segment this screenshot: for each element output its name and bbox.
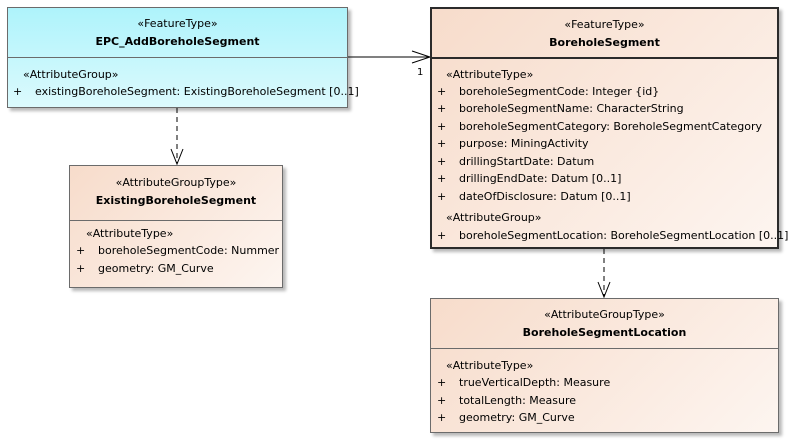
class-name: BoreholeSegmentLocation: [522, 326, 687, 339]
attribute-text: boreholeSegmentCode: Nummer: [98, 244, 280, 257]
attribute-text: purpose: MiningActivity: [459, 137, 589, 150]
section-stereotype-label: «AttributeGroup»: [23, 68, 119, 81]
class-name: ExistingBoreholeSegment: [95, 194, 257, 207]
attribute-text: boreholeSegmentName: CharacterString: [459, 102, 684, 115]
attribute-row: + purpose: MiningActivity: [437, 137, 589, 151]
attribute-text: dateOfDisclosure: Datum [0..1]: [459, 190, 631, 203]
class-stereotype: «AttributeGroupType»: [544, 308, 665, 321]
association-multiplicity-label: 1: [417, 67, 424, 78]
attribute-visibility: +: [437, 172, 447, 185]
attribute-text: existingBoreholeSegment: ExistingBorehol…: [35, 85, 359, 98]
attribute-row: + drillingEndDate: Datum [0..1]: [437, 172, 621, 186]
attribute-visibility: +: [437, 85, 447, 98]
attribute-text: trueVerticalDepth: Measure: [459, 376, 611, 389]
dependency-arrowhead-location: [597, 281, 611, 299]
attribute-row: + geometry: GM_Curve: [437, 411, 575, 425]
attribute-visibility: +: [437, 394, 447, 407]
attribute-visibility: +: [437, 102, 447, 115]
class-epc-add-borehole-segment[interactable]: «FeatureType» EPC_AddBoreholeSegment «At…: [7, 7, 359, 108]
attribute-row: + boreholeSegmentName: CharacterString: [437, 102, 684, 116]
attribute-row: + boreholeSegmentCode: Nummer: [76, 244, 279, 258]
class-stereotype: «FeatureType»: [564, 18, 645, 31]
class-header: «AttributeGroupType» BoreholeSegmentLoca…: [431, 299, 778, 349]
class-existing-borehole-segment[interactable]: «AttributeGroupType» ExistingBoreholeSeg…: [69, 165, 283, 288]
section-stereotype-label: «AttributeType»: [446, 68, 534, 81]
section-stereotype-label: «AttributeType»: [446, 359, 534, 372]
attribute-row: + drillingStartDate: Datum: [437, 155, 594, 169]
attribute-visibility: +: [437, 411, 447, 424]
attribute-visibility: +: [437, 120, 447, 133]
class-stereotype: «AttributeGroupType»: [115, 176, 237, 189]
class-borehole-segment[interactable]: «FeatureType» BoreholeSegment «Attribute…: [430, 7, 788, 249]
attribute-visibility: +: [437, 137, 447, 150]
attribute-visibility: +: [437, 376, 447, 389]
attribute-visibility: +: [437, 190, 447, 203]
section-stereotype-label: «AttributeType»: [86, 227, 174, 240]
attribute-row: + dateOfDisclosure: Datum [0..1]: [437, 190, 631, 204]
attribute-text: drillingEndDate: Datum [0..1]: [459, 172, 622, 185]
attribute-row: + existingBoreholeSegment: ExistingBoreho…: [13, 85, 359, 99]
class-header: «AttributeGroupType» ExistingBoreholeSeg…: [70, 166, 282, 221]
attribute-text: drillingStartDate: Datum: [459, 155, 595, 168]
class-header: «FeatureType» EPC_AddBoreholeSegment: [8, 8, 347, 58]
attribute-visibility: +: [437, 155, 447, 168]
attribute-text: geometry: GM_Curve: [98, 262, 214, 275]
attribute-visibility: +: [437, 229, 447, 242]
class-borehole-segment-location[interactable]: «AttributeGroupType» BoreholeSegmentLoca…: [430, 298, 779, 433]
attribute-visibility: +: [13, 85, 23, 98]
dependency-arrowhead-existing: [170, 148, 184, 166]
section-stereotype-label: «AttributeGroup»: [446, 211, 542, 224]
attribute-row: + boreholeSegmentLocation: BoreholeSegmen…: [437, 229, 788, 243]
attribute-row: + geometry: GM_Curve: [76, 262, 214, 276]
attribute-text: boreholeSegmentCode: Integer {id}: [459, 85, 660, 98]
attribute-row: + totalLength: Measure: [437, 394, 576, 408]
attribute-row: + boreholeSegmentCode: Integer {id}: [437, 85, 659, 99]
attribute-text: boreholeSegmentLocation: BoreholeSegment…: [459, 229, 789, 242]
attribute-text: geometry: GM_Curve: [459, 411, 575, 424]
class-header: «FeatureType» BoreholeSegment: [432, 9, 777, 59]
attribute-text: boreholeSegmentCategory: BoreholeSegment…: [459, 120, 763, 133]
class-name: EPC_AddBoreholeSegment: [95, 35, 260, 48]
class-name: BoreholeSegment: [549, 36, 660, 49]
attribute-visibility: +: [76, 244, 86, 257]
attribute-row: + trueVerticalDepth: Measure: [437, 376, 610, 390]
attribute-text: totalLength: Measure: [459, 394, 577, 407]
class-stereotype: «FeatureType»: [137, 17, 218, 30]
attribute-visibility: +: [76, 262, 86, 275]
attribute-row: + boreholeSegmentCategory: BoreholeSegmen…: [437, 120, 762, 134]
